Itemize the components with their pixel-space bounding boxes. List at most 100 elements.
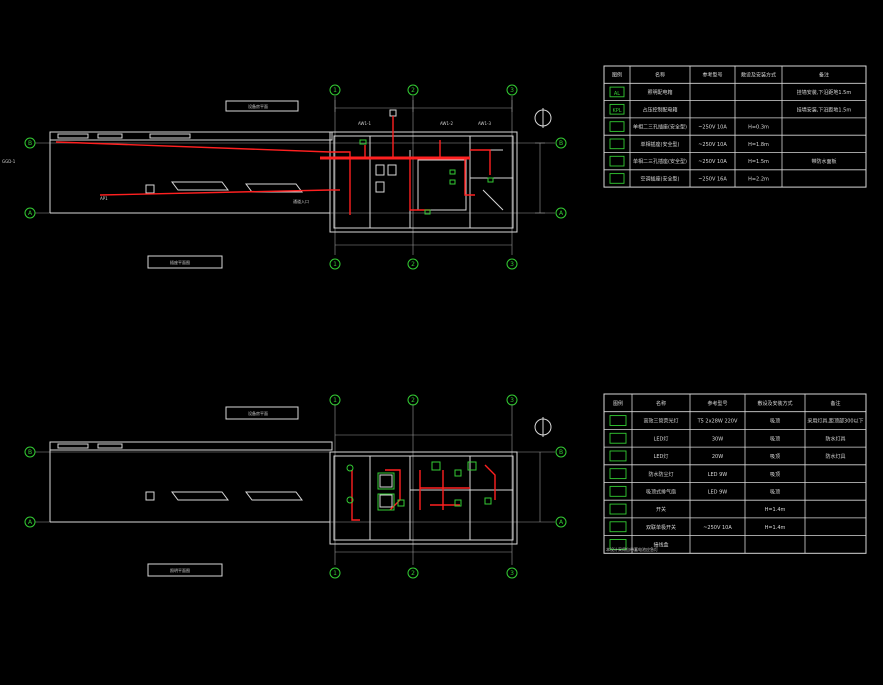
plan2-caption-box	[147, 563, 223, 577]
table-header: 图例	[613, 400, 623, 407]
legend-cell: 吸顶	[770, 472, 780, 478]
table-header: 参考型号	[702, 72, 722, 79]
axis-b-left-2: B	[28, 449, 32, 456]
legend-cell: 双联单极开关	[646, 524, 676, 531]
legend-symbol-icon	[609, 138, 625, 150]
legend-cell: 单相二三孔插座(安全型)	[633, 124, 687, 131]
legend-symbol-icon	[609, 539, 627, 550]
axis-b-right-2: B	[559, 449, 563, 456]
legend-cell: 空调插座(安全型)	[641, 176, 680, 183]
legend-cell: ~250V 10A	[698, 142, 727, 148]
legend-cell: 高效三管荧光灯	[643, 418, 678, 425]
legend-symbol-icon	[609, 155, 625, 167]
legend-cell: ~250V 16A	[698, 177, 727, 183]
legend-cell: 吸顶	[770, 454, 780, 460]
legend-cell: LED灯	[654, 453, 669, 460]
legend-cell: 30W	[712, 436, 723, 442]
axis-3-bottom-2: 3	[510, 570, 514, 577]
axis-2-bottom-2: 2	[411, 570, 415, 577]
legend-symbol-icon	[609, 121, 625, 132]
legend-symbol-label: KPL	[612, 108, 621, 114]
legend-cell: 挂墙安装,下沿距地1.5m	[797, 106, 852, 113]
legend-cell: 占压控制配电箱	[642, 106, 677, 113]
legend-symbol-icon	[609, 450, 627, 462]
svg-text:AP1: AP1	[100, 196, 108, 201]
table-header: 名称	[655, 72, 665, 79]
legend-cell: 接线盒	[653, 542, 668, 549]
legend-symbol-icon	[609, 432, 627, 444]
table-header: 名称	[656, 400, 666, 407]
legend-cell: ~250V 10A	[703, 525, 732, 531]
plan1-caption-box	[147, 255, 223, 269]
axis-1-bottom-2: 1	[333, 570, 337, 577]
legend-cell: 吸顶式排气扇	[646, 488, 676, 495]
axis-1-top-2: 1	[333, 397, 337, 404]
legend-cell: 带防水面板	[811, 158, 836, 165]
legend-cell: 单相插座(安全型)	[641, 141, 680, 148]
legend-cell: 开关	[656, 506, 666, 513]
legend-cell: H=2.2m	[748, 177, 769, 183]
legend-cell: 吸顶	[770, 436, 780, 442]
socket-plan: 设备房平面	[2, 84, 567, 270]
legend-cell: ~250V 10A	[698, 159, 727, 165]
legend-cell: H=1.4m	[765, 507, 786, 513]
axis-a-left-2: A	[28, 519, 33, 526]
axis-2-top-2: 2	[411, 397, 415, 404]
axis-3-bottom: 3	[510, 261, 514, 268]
legend-cell: H=1.8m	[748, 142, 769, 148]
legend-cell: 吸顶	[770, 489, 780, 495]
legend-cell: H=1.4m	[765, 525, 786, 531]
legend-cell: LED灯	[654, 435, 669, 442]
legend-note: 本设计采用自带蓄电池应急灯	[606, 546, 658, 552]
legend-cell: T5 2x28W 220V	[697, 419, 738, 425]
svg-text:通道入口: 通道入口	[293, 198, 309, 204]
table-header: 参考型号	[707, 400, 727, 407]
axis-labels: 1 2 3 1 2 3 B A B A 1 2 3 1 2 3 B A B A	[28, 87, 564, 577]
plan2-title-box	[225, 406, 299, 420]
table-header: 敷设及安装方式	[757, 400, 792, 407]
legend-cell: 20W	[712, 454, 723, 460]
table-header: 备注	[830, 400, 840, 407]
legend-symbol-icon	[609, 86, 625, 98]
legend-cell: 挂墙安装,下沿距地1.5m	[797, 89, 852, 96]
svg-text:设备房平面: 设备房平面	[248, 103, 268, 109]
plan1-title-box	[225, 100, 299, 112]
legend-cell: 单相二三孔插座(安全型)	[633, 158, 687, 165]
legend-symbol-icon	[609, 468, 627, 480]
table-frame	[603, 393, 867, 554]
axis-b-right: B	[559, 140, 563, 147]
legend-symbol-icon	[609, 173, 625, 184]
svg-text:AW1-1: AW1-1	[358, 121, 371, 126]
svg-text:AW1-2: AW1-2	[440, 121, 453, 126]
legend-cell: H=1.5m	[748, 159, 769, 165]
legend-cell: ~250V 10A	[698, 125, 727, 131]
svg-text:设备房平面: 设备房平面	[248, 410, 268, 416]
table-header: 敷设及安装方式	[741, 72, 776, 79]
axis-a-right-2: A	[559, 519, 564, 526]
legend-symbol-icon	[609, 521, 627, 533]
axis-2-bottom: 2	[411, 261, 415, 268]
axis-a-right: A	[559, 210, 564, 217]
legend-cell: 照明配电箱	[647, 89, 672, 96]
axis-a-left: A	[28, 210, 33, 217]
legend-symbol-icon	[609, 415, 627, 426]
table-header: 备注	[819, 72, 829, 79]
svg-text:AW1-3: AW1-3	[478, 121, 491, 126]
legend-symbol-icon	[609, 485, 627, 497]
legend-symbol-label: AL	[614, 91, 620, 97]
legend-cell: 防水灯具	[825, 453, 845, 460]
table-header: 图例	[612, 72, 622, 79]
svg-text:照明平面图: 照明平面图	[170, 567, 190, 573]
legend-cell: 吸顶	[770, 419, 780, 425]
axis-2-top: 2	[411, 87, 415, 94]
legend-symbol-icon	[609, 503, 627, 515]
axis-3-top: 3	[510, 87, 514, 94]
axis-1-bottom: 1	[333, 261, 337, 268]
axis-3-top-2: 3	[510, 397, 514, 404]
axis-1-top: 1	[333, 87, 337, 94]
legend-cell: 采用灯具,距顶部300以下	[807, 418, 863, 425]
axis-b-left: B	[28, 140, 32, 147]
